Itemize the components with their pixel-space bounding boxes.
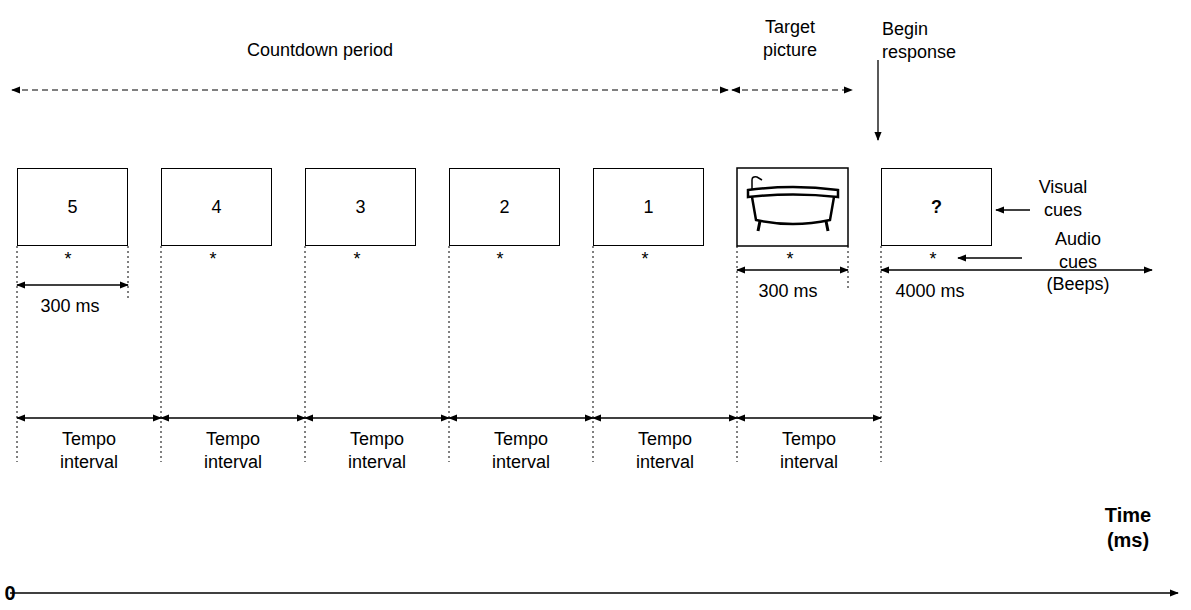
interval-arrow: [161, 417, 305, 418]
target-arrow: [732, 89, 852, 90]
cue-box: 3: [305, 168, 416, 246]
interval-label: Tempo interval: [625, 428, 705, 473]
beep-mark: *: [347, 248, 367, 271]
interval-label: Tempo interval: [769, 428, 849, 473]
duration-arrow: [737, 269, 848, 270]
cue-box: 1: [593, 168, 704, 246]
target-picture: [737, 168, 848, 246]
axis-origin: 0: [2, 581, 18, 606]
box-text: 5: [67, 197, 77, 218]
duration-label: 300 ms: [743, 280, 833, 303]
leader-arrow: [996, 209, 1030, 210]
begin-arrow: [877, 60, 878, 140]
interval-arrow: [17, 417, 161, 418]
tub-body: [752, 197, 834, 224]
time-axis: [10, 592, 1178, 594]
box-text: 3: [355, 197, 365, 218]
interval-label: Tempo interval: [193, 428, 273, 473]
cue-box: 4: [161, 168, 272, 246]
cue-label: Audio cues (Beeps): [1043, 228, 1113, 296]
dotted-guide: [881, 246, 882, 462]
interval-label: Tempo interval: [337, 428, 417, 473]
duration-arrow: [881, 269, 1152, 270]
box-text: 1: [643, 197, 653, 218]
interval-label: Tempo interval: [49, 428, 129, 473]
duration-arrow: [17, 284, 128, 285]
cue-label: Visual cues: [1032, 176, 1094, 221]
dotted-guide: [128, 246, 129, 300]
dotted-guide: [161, 246, 162, 462]
interval-arrow: [593, 417, 737, 418]
interval-arrow: [305, 417, 449, 418]
box-text: ?: [931, 197, 942, 218]
leader-arrow: [958, 257, 1022, 258]
axis-label: Time (ms): [1093, 503, 1163, 553]
dotted-guide: [305, 246, 306, 462]
interval-label: Tempo interval: [481, 428, 561, 473]
period-label: Countdown period: [220, 39, 420, 62]
solid-arrows: [10, 60, 1178, 593]
dotted-guides: [17, 246, 881, 462]
duration-label: 4000 ms: [885, 280, 975, 303]
tub-legs: [758, 221, 828, 231]
dotted-guide: [593, 246, 594, 462]
tub-faucet: [752, 177, 762, 190]
beep-mark: *: [780, 248, 800, 271]
cue-box: ?: [881, 168, 992, 246]
picture-frame: [737, 168, 848, 246]
dotted-guide: [17, 246, 18, 462]
beep-mark: *: [203, 248, 223, 271]
dotted-guide: [737, 246, 738, 462]
dotted-guide: [848, 246, 849, 290]
beep-mark: *: [490, 248, 510, 271]
beep-mark: *: [635, 248, 655, 271]
period-label: Target picture: [750, 16, 830, 61]
box-text: 4: [211, 197, 221, 218]
countdown-arrow: [12, 89, 728, 90]
cue-box: 5: [17, 168, 128, 246]
beep-mark: *: [58, 248, 78, 271]
beep-mark: *: [923, 248, 943, 271]
box-text: 2: [499, 197, 509, 218]
duration-label: 300 ms: [25, 295, 115, 318]
cue-box: 2: [449, 168, 560, 246]
interval-arrow: [737, 417, 881, 418]
interval-arrow: [449, 417, 593, 418]
period-arrows: [12, 89, 852, 90]
dotted-guide: [449, 246, 450, 462]
tub-rim: [748, 187, 838, 197]
event-label: Begin response: [882, 18, 982, 63]
